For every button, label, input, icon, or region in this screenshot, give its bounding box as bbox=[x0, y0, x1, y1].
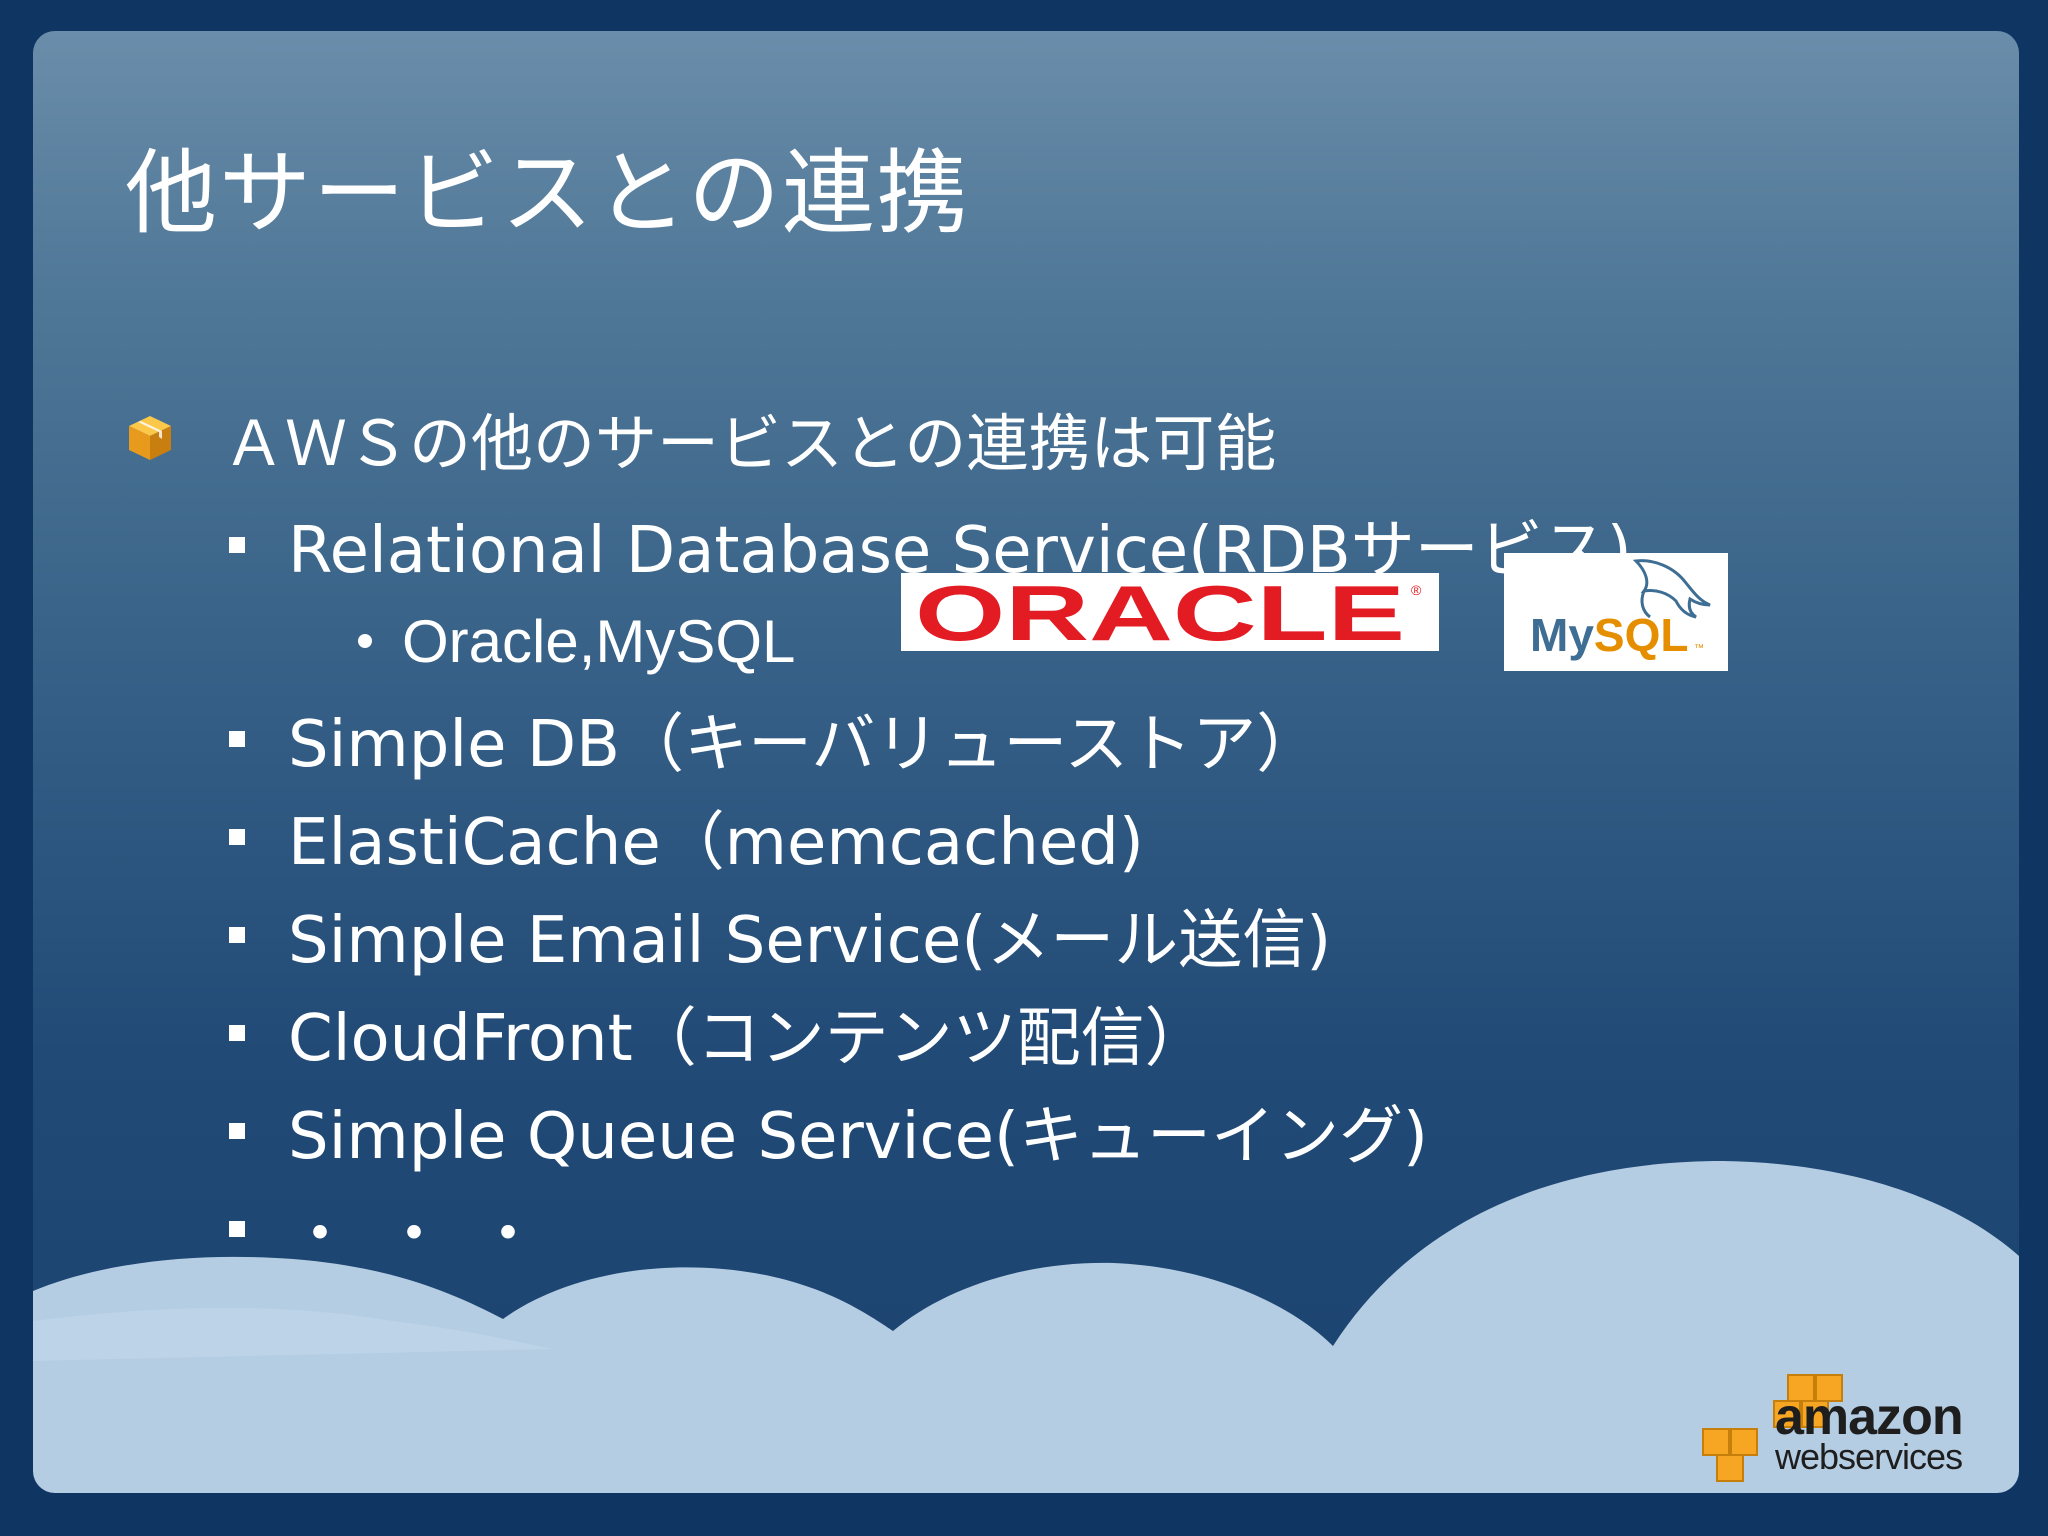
cloud-background bbox=[33, 1161, 2019, 1493]
svg-text:™: ™ bbox=[1694, 643, 1704, 654]
aws-cubes-icon bbox=[1702, 1374, 1843, 1482]
sub-list-item: Oracle,MySQL bbox=[358, 596, 795, 686]
square-bullet-icon bbox=[229, 1221, 245, 1237]
cube-bullet-icon bbox=[129, 416, 171, 460]
aws-logo-line2: webservices bbox=[1775, 1436, 1963, 1477]
list-item: ElastiCache（memcached) bbox=[229, 792, 1144, 882]
mysql-sql-text: SQL bbox=[1594, 609, 1689, 661]
oracle-logo: ORACLE ® bbox=[901, 569, 1439, 657]
oracle-logo-text: ORACLE bbox=[915, 573, 1405, 651]
square-bullet-icon bbox=[229, 829, 245, 845]
sub-list-item-text: Oracle,MySQL bbox=[402, 607, 796, 675]
svg-text:®: ® bbox=[1411, 582, 1422, 598]
square-bullet-icon bbox=[229, 731, 245, 747]
main-bullet: ＡＷＳの他のサービスとの連携は可能 bbox=[125, 383, 1276, 493]
svg-text:MySQL: MySQL bbox=[1530, 609, 1688, 661]
list-item-text: Simple DB（キーバリューストア） bbox=[288, 708, 1321, 782]
square-bullet-icon bbox=[229, 537, 245, 553]
list-item-text: Simple Email Service(メール送信) bbox=[288, 904, 1332, 978]
slide: 他サービスとの連携 ＡＷＳの他のサービスとの連携は可能 Relational D… bbox=[33, 31, 2019, 1493]
square-bullet-icon bbox=[229, 1123, 245, 1139]
aws-logo-line1: amazon bbox=[1775, 1388, 1964, 1446]
mysql-logo: MySQL ™ bbox=[1504, 553, 1728, 671]
mysql-dolphin-icon bbox=[1632, 559, 1711, 619]
list-item: Simple Email Service(メール送信) bbox=[229, 890, 1331, 980]
square-bullet-icon bbox=[229, 1025, 245, 1041]
dot-bullet-icon bbox=[358, 634, 372, 648]
slide-title: 他サービスとの連携 bbox=[125, 140, 971, 247]
list-item-text: ・・・ bbox=[288, 1198, 570, 1272]
mysql-my-text: My bbox=[1530, 609, 1594, 661]
main-bullet-text: ＡＷＳの他のサービスとの連携は可能 bbox=[223, 407, 1277, 480]
list-item: CloudFront（コンテンツ配信） bbox=[229, 988, 1209, 1078]
list-item: Simple Queue Service(キューイング) bbox=[229, 1086, 1428, 1176]
list-item-text: Simple Queue Service(キューイング) bbox=[288, 1100, 1428, 1174]
square-bullet-icon bbox=[229, 927, 245, 943]
list-item-text: ElastiCache（memcached) bbox=[288, 806, 1144, 880]
aws-logo-text: amazon webservices bbox=[1775, 1388, 1964, 1477]
list-item: Simple DB（キーバリューストア） bbox=[229, 694, 1320, 784]
list-item-text: CloudFront（コンテンツ配信） bbox=[288, 1002, 1209, 1076]
list-item: ・・・ bbox=[229, 1184, 570, 1274]
